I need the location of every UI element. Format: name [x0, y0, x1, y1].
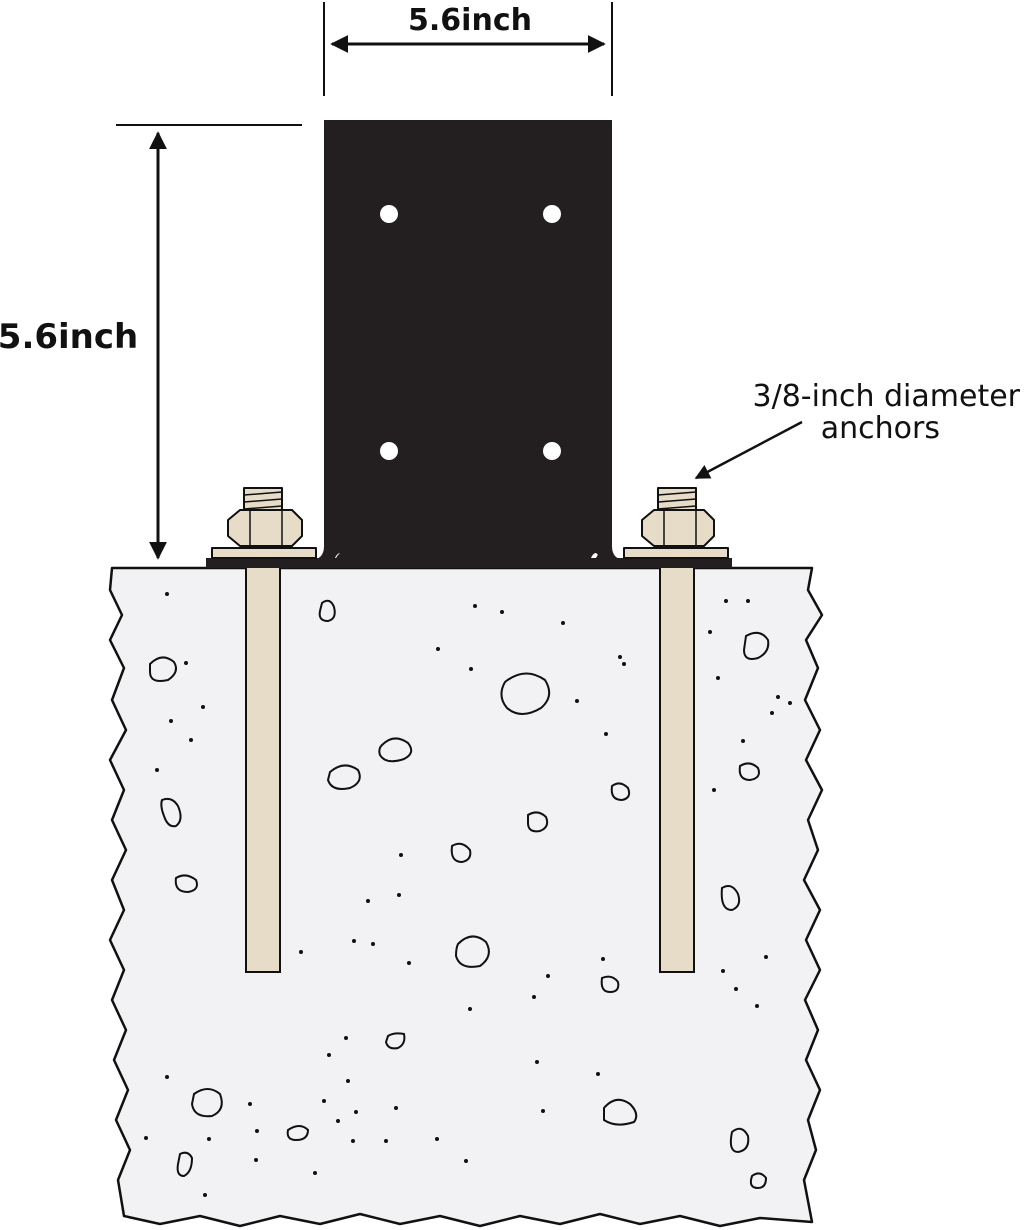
bracket-screw-holes	[380, 205, 561, 460]
concrete-aggregate	[149, 599, 770, 1190]
right-anchor-rod	[659, 563, 695, 973]
anchor-callout-line1: 3/8-inch diameter	[753, 379, 1021, 414]
concrete-block	[108, 566, 824, 1228]
left-anchor-rod	[245, 563, 281, 973]
width-dimension	[323, 2, 613, 96]
right-anchor-hardware	[623, 487, 729, 559]
anchor-callout-arrow	[694, 420, 803, 480]
bracket-body	[310, 120, 626, 560]
height-label: 5.6inch	[0, 317, 138, 357]
left-anchor-hardware	[211, 487, 317, 559]
width-label: 5.6inch	[408, 3, 532, 38]
concrete-dots	[144, 592, 792, 1197]
anchor-callout-line2: anchors	[821, 411, 940, 446]
height-dimension	[116, 124, 302, 560]
